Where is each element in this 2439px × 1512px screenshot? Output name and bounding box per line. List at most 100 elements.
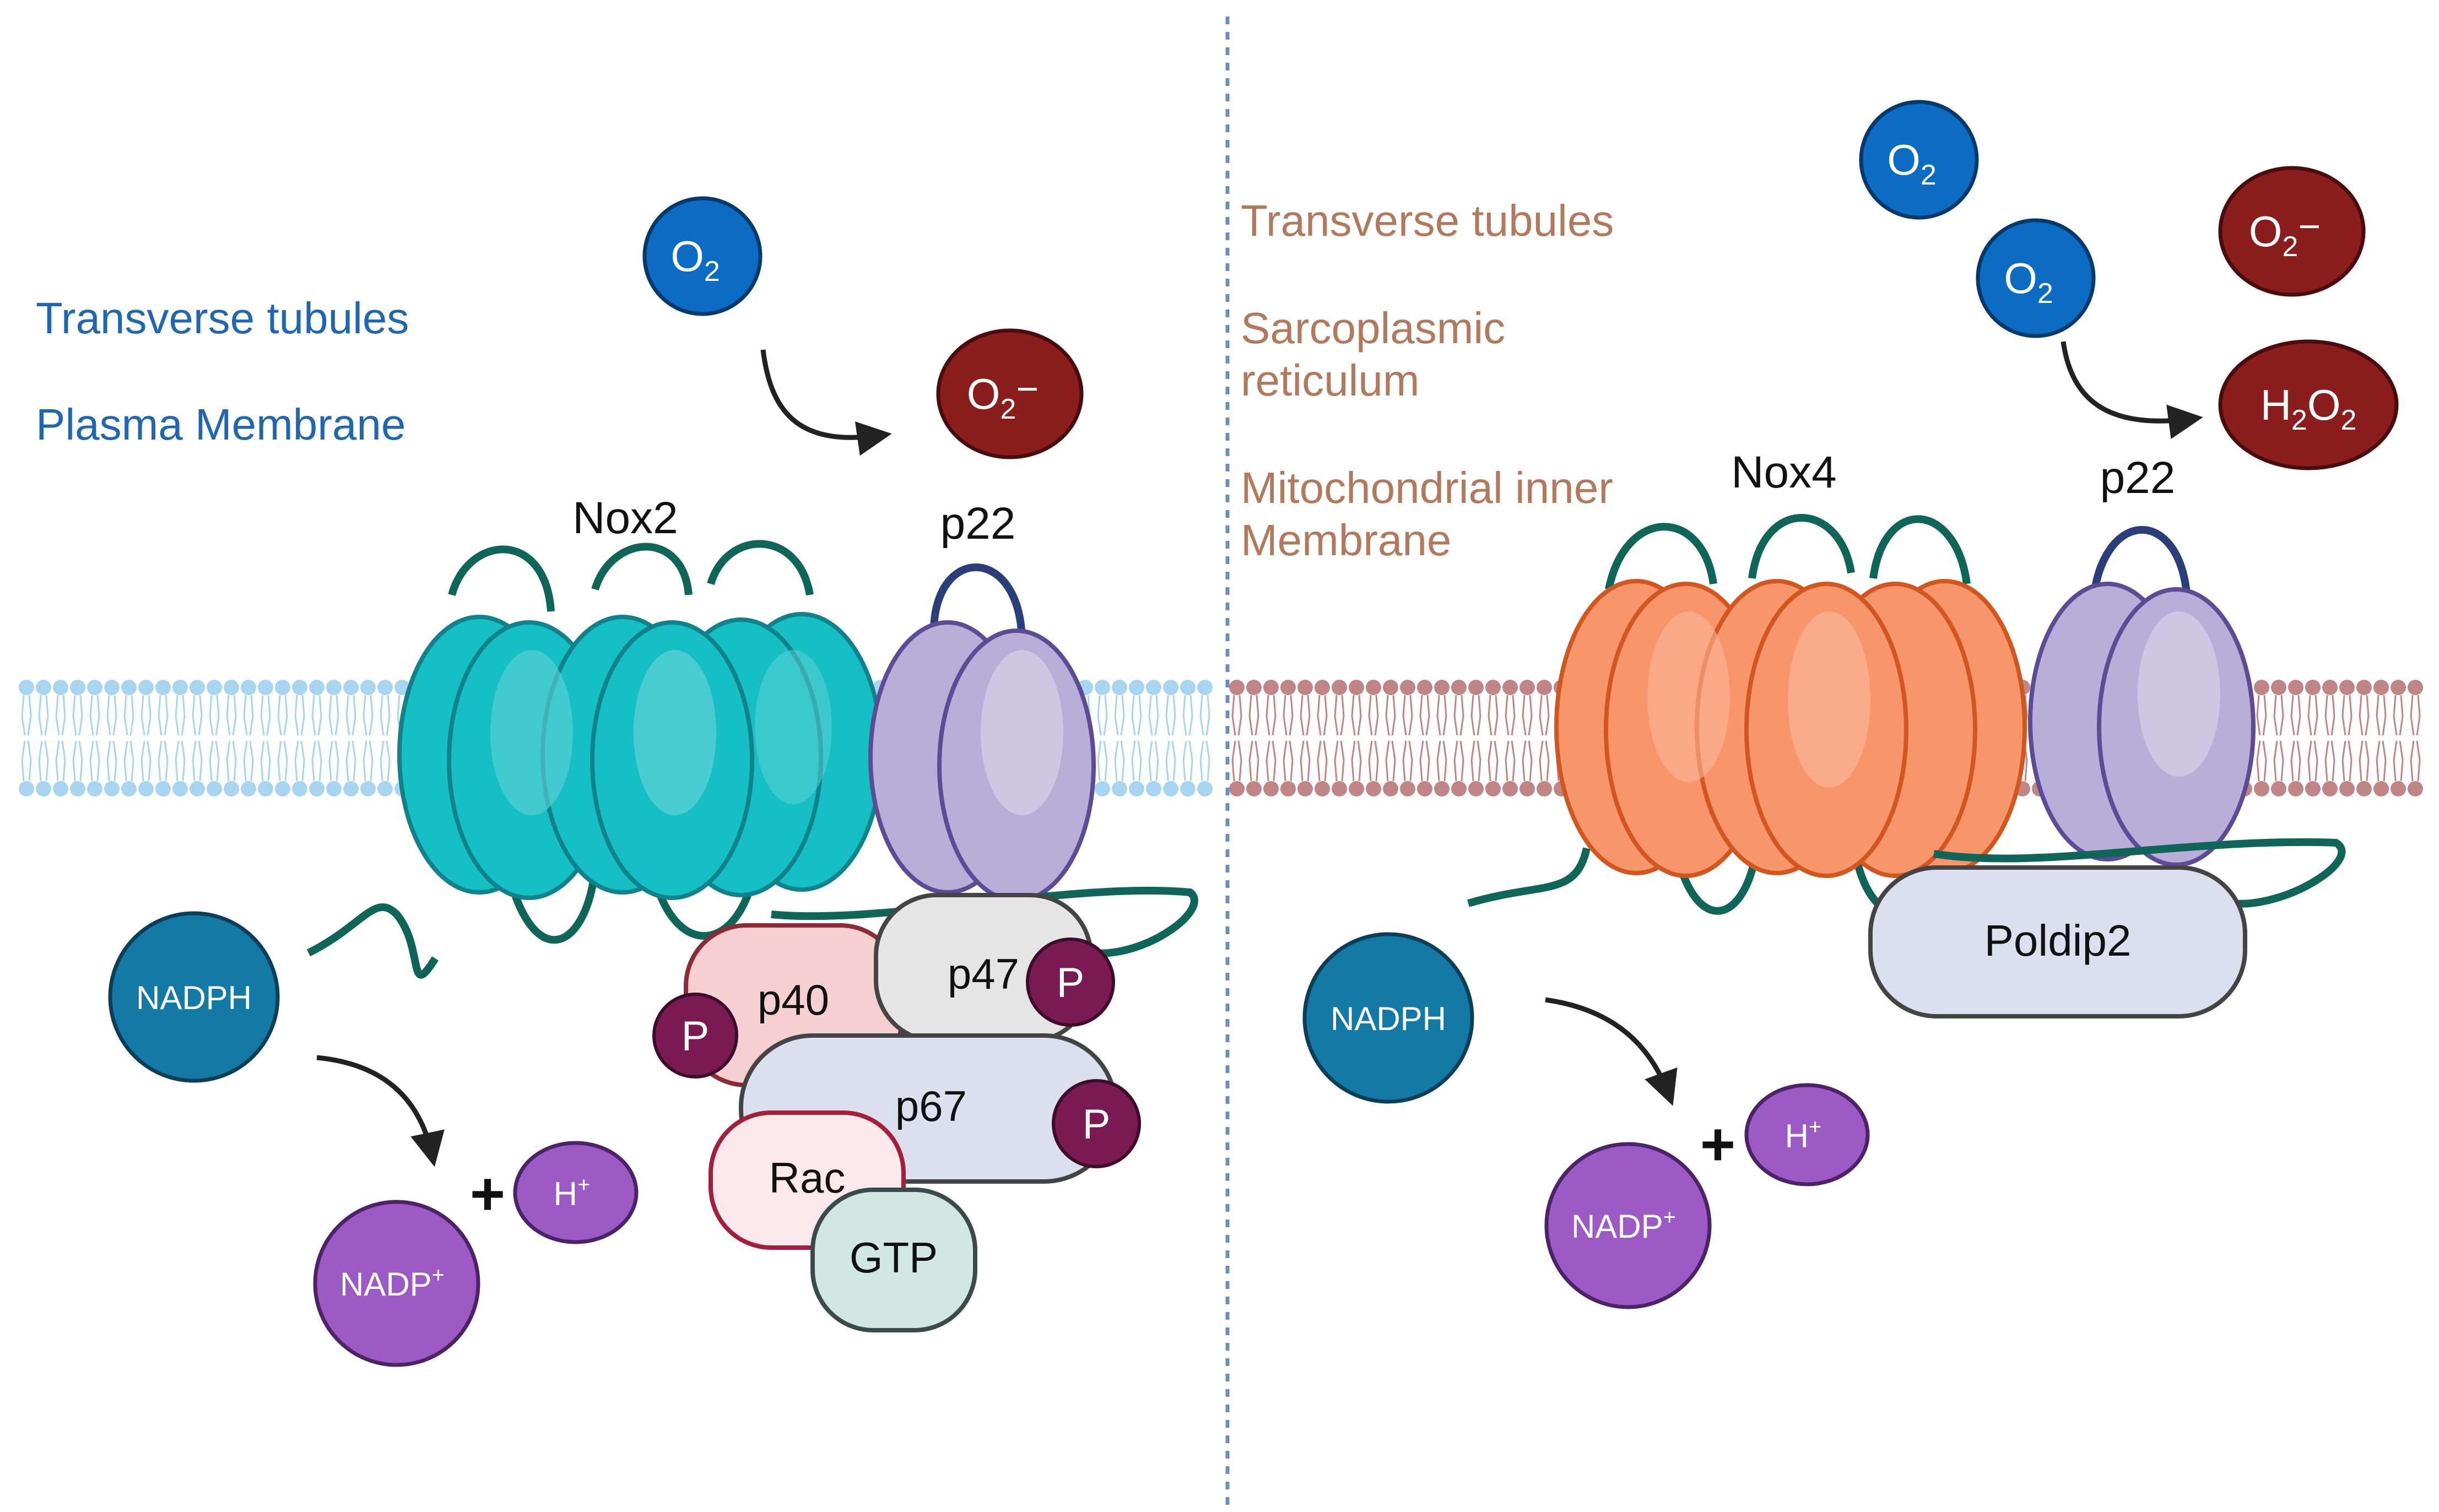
membrane-right-lipid-tails: [1334, 695, 1345, 782]
membrane-left-lipid-head-outer: [70, 680, 85, 695]
membrane-left-lipid-tails: [1182, 695, 1193, 782]
h2o2-sub2: 2: [2341, 404, 2357, 436]
membrane-left-lipid-tails: [192, 695, 203, 782]
nox2-body: [397, 612, 884, 900]
arrow-o2-to-superoxide-left: [760, 349, 892, 456]
phospho-p67-label: P: [1083, 1101, 1111, 1148]
membrane-left-lipid-tails: [89, 695, 100, 782]
membrane-right-lipid-tails: [1351, 695, 1362, 782]
superoxide-left-sup: −: [1016, 367, 1039, 410]
membrane-right-lipid-tails: [1488, 695, 1499, 782]
membrane-left-lipid-tails: [311, 695, 322, 782]
membrane-right-lipid-head-outer: [2408, 680, 2423, 695]
membrane-right-lipid-head-outer: [2254, 680, 2269, 695]
left-location-transverse-tubules: Transverse tubules: [36, 294, 409, 343]
o2-right-bottom: O2: [1976, 218, 2096, 338]
membrane-right-lipid-head-inner: [2391, 781, 2406, 796]
membrane-left-lipid-tails: [1114, 695, 1125, 782]
membrane-left-lipid-tails: [328, 695, 339, 782]
membrane-left-lipid-head-outer: [1197, 680, 1213, 695]
membrane-left-lipid-head-outer: [172, 680, 188, 695]
membrane-right-lipid-head-inner: [2322, 781, 2338, 796]
h2o2-h: H: [2260, 381, 2291, 429]
h2o2-o: O: [2307, 381, 2341, 429]
membrane-left-lipid-head-outer: [190, 680, 205, 695]
membrane-left-lipid-head-inner: [104, 781, 120, 796]
o2-right-top-symbol: O: [1887, 136, 1921, 184]
svg-text:O2−: O2−: [2249, 205, 2321, 263]
membrane-left-lipid-head-inner: [1095, 781, 1110, 796]
membrane-right-lipid-head-inner: [2339, 781, 2355, 796]
membrane-left-lipid-head-inner: [1112, 781, 1127, 796]
p22-right-body: [2028, 582, 2256, 867]
svg-text:NADP+: NADP+: [340, 1263, 445, 1303]
membrane-left-lipid-head-outer: [104, 680, 120, 695]
nadp-left: NADP+: [313, 1200, 480, 1367]
membrane-right-lipid-head-outer: [2373, 680, 2389, 695]
membrane-left-lipid-head-inner: [224, 781, 239, 796]
membrane-left-lipid-head-inner: [172, 781, 188, 796]
membrane-left-lipid-head-inner: [19, 781, 34, 796]
nox2-label: Nox2: [572, 493, 678, 543]
membrane-left-lipid-head-inner: [87, 781, 102, 796]
membrane-left-lipid-tails: [345, 695, 356, 782]
membrane-right-lipid-head-outer: [1451, 680, 1467, 695]
membrane-left-lipid-head-inner: [190, 781, 205, 796]
membrane-right-lipid-tails: [2307, 695, 2318, 782]
plus-right: +: [1700, 1110, 1735, 1178]
membrane-right-lipid-head-inner: [1468, 781, 1484, 796]
poldip2-box: [1868, 865, 2247, 1018]
membrane-right-lipid-head-inner: [1519, 781, 1535, 796]
membrane-left-lipid-head-outer: [1163, 680, 1178, 695]
membrane-left-lipid-tails: [21, 695, 32, 782]
p22-left-body: [868, 620, 1096, 903]
membrane-right-lipid-head-outer: [1519, 680, 1535, 695]
membrane-left-lipid-head-inner: [292, 781, 307, 796]
membrane-right-lipid-head-inner: [1263, 781, 1279, 796]
membrane-right-lipid-tails: [2324, 695, 2335, 782]
nadp-right-symbol: NADP: [1571, 1208, 1663, 1245]
nadph-left-label: NADPH: [136, 979, 252, 1016]
membrane-right-lipid-head-outer: [1280, 680, 1296, 695]
plus-left: +: [470, 1160, 505, 1228]
membrane-right-lipid-head-outer: [2305, 680, 2321, 695]
nox4-label: Nox4: [1731, 447, 1836, 497]
membrane-left-lipid-head-outer: [1112, 680, 1127, 695]
membrane-right-lipid-head-inner: [1229, 781, 1245, 796]
gtp-box: [810, 1188, 977, 1332]
superoxide-right-sub: 2: [2282, 231, 2298, 263]
membrane-right-lipid-head-inner: [2288, 781, 2303, 796]
membrane-left-lipid-head-inner: [1180, 781, 1196, 796]
membrane-right-lipid-head-inner: [2373, 781, 2389, 796]
membrane-right-lipid-head-outer: [2339, 680, 2355, 695]
membrane-left-lipid-tails: [363, 695, 374, 782]
right-location-mitochondrial-inner: Mitochondrial inner: [1241, 463, 1613, 512]
membrane-right-lipid-tails: [1283, 695, 1294, 782]
o2-right-top: O2: [1859, 100, 1979, 220]
membrane-right-lipid-head-inner: [1349, 781, 1364, 796]
o2-left-symbol: O: [670, 232, 704, 280]
membrane-right-lipid-head-outer: [1417, 680, 1432, 695]
membrane-left-lipid-tails: [226, 695, 237, 782]
membrane-left-lipid-head-inner: [138, 781, 154, 796]
membrane-left-lipid-head-outer: [360, 680, 376, 695]
membrane-left-lipid-head-outer: [275, 680, 290, 695]
membrane-left-lipid-tails: [175, 695, 186, 782]
membrane-left-lipid-head-outer: [207, 680, 222, 695]
p22-right-loop: [2090, 525, 2191, 601]
membrane-left-lipid-head-inner: [343, 781, 359, 796]
membrane-left-lipid-head-outer: [138, 680, 154, 695]
poldip2-label: Poldip2: [1984, 916, 2132, 965]
nadph-left: NADPH: [108, 911, 280, 1083]
membrane-left-lipid-head-inner: [1197, 781, 1213, 796]
membrane-right-lipid-head-outer: [1315, 680, 1330, 695]
membrane-right-lipid-head-outer: [1366, 680, 1381, 695]
membrane-left-lipid-head-inner: [275, 781, 290, 796]
nadp-left-sup: +: [432, 1263, 445, 1287]
membrane-right-lipid-head-inner: [2356, 781, 2372, 796]
membrane-left-lipid-head-outer: [1129, 680, 1144, 695]
h-right-symbol: H: [1785, 1118, 1809, 1155]
membrane-right-lipid-tails: [2256, 695, 2267, 782]
h-right: H+: [1744, 1083, 1870, 1186]
